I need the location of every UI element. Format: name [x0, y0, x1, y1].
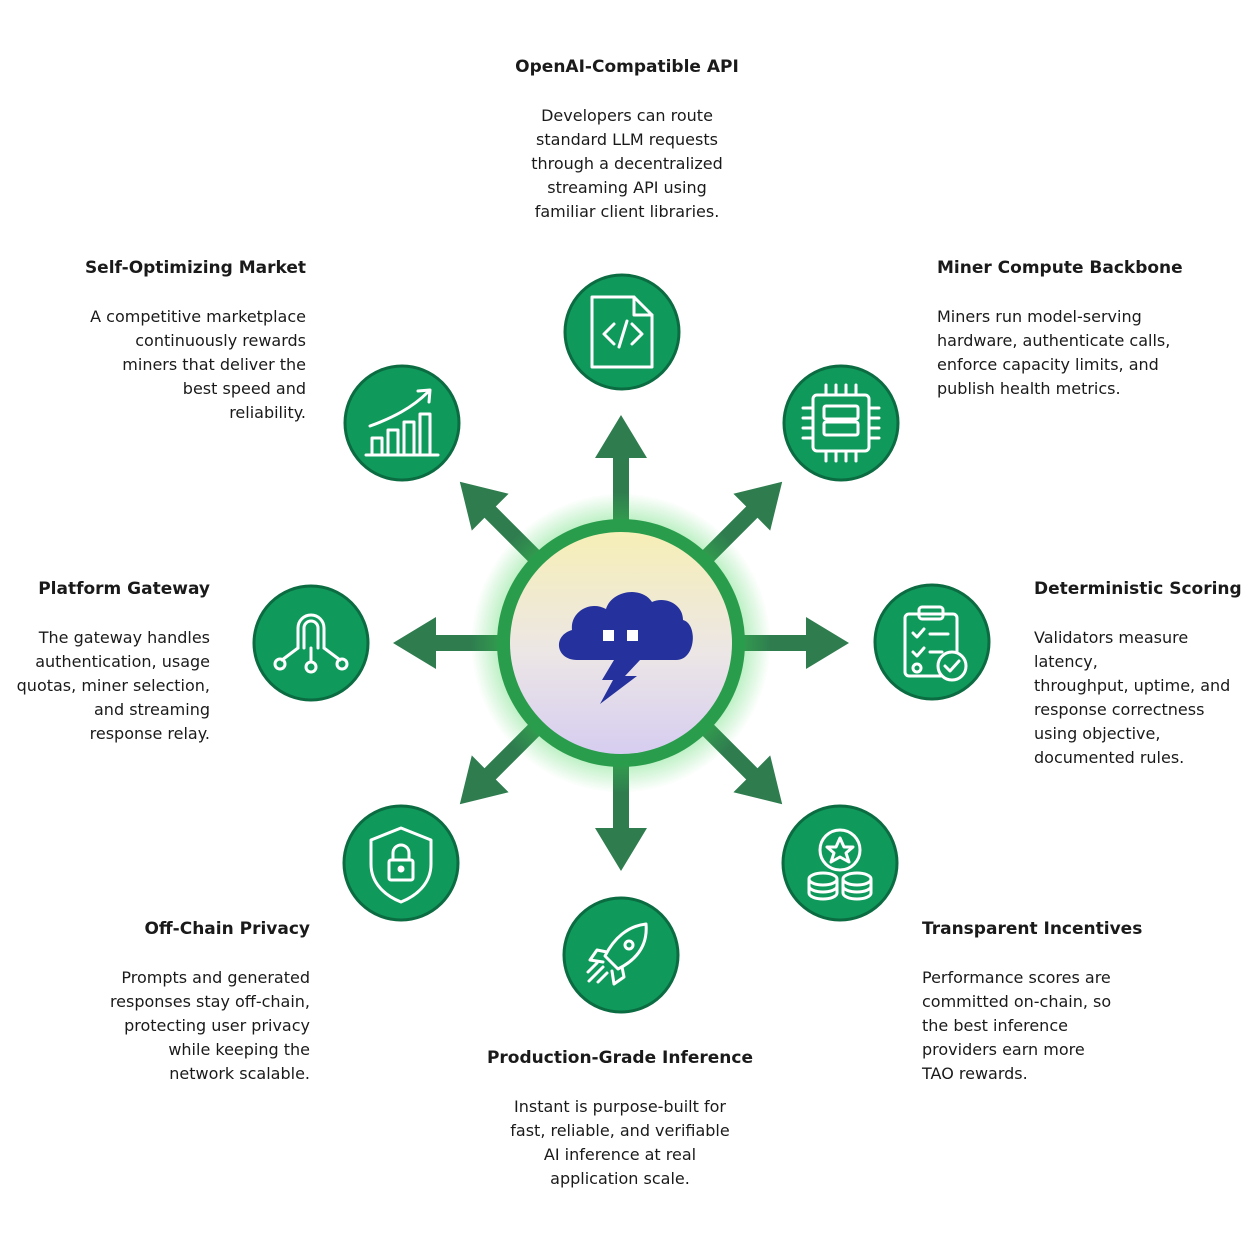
node-market: [343, 364, 461, 482]
node-privacy: [342, 804, 460, 922]
arrow-down: [595, 738, 647, 871]
feature-title: Deterministic Scoring: [1034, 579, 1242, 599]
coins-star-icon: [807, 828, 873, 901]
feature-openai: OpenAI-Compatible API Developers can rou…: [477, 56, 777, 224]
node-miner: [782, 364, 900, 482]
feature-title: Self-Optimizing Market: [84, 258, 306, 278]
node-gateway: [252, 584, 370, 702]
node-openai: [563, 273, 681, 391]
feature-title: Off-Chain Privacy: [144, 919, 310, 939]
feature-title: Miner Compute Backbone: [937, 258, 1183, 278]
feature-inference: Production-Grade Inference Instant is pu…: [470, 1047, 770, 1191]
shield-lock-icon: [369, 826, 433, 904]
feature-description: A competitive marketplace continuously r…: [90, 307, 306, 422]
feature-title: OpenAI-Compatible API: [515, 57, 739, 77]
feature-scoring: Deterministic Scoring Validators measure…: [1034, 578, 1252, 770]
clipboard-check-icon: [903, 605, 968, 682]
feature-title: Transparent Incentives: [922, 919, 1143, 939]
arrow-up: [595, 415, 647, 548]
cloud-lightning-icon: [558, 592, 693, 704]
feature-privacy: Off-Chain Privacy Prompts and generated …: [60, 918, 310, 1086]
growth-chart-icon: [364, 388, 440, 457]
node-inference: [562, 896, 680, 1014]
feature-description: Instant is purpose-built for fast, relia…: [510, 1097, 730, 1188]
rocket-icon: [586, 922, 648, 986]
feature-description: The gateway handles authentication, usag…: [16, 628, 210, 743]
feature-description: Validators measure latency, throughput, …: [1034, 628, 1231, 767]
feature-description: Performance scores are committed on-chai…: [922, 968, 1112, 1083]
feature-incentives: Transparent Incentives Performance score…: [922, 918, 1162, 1086]
feature-miner: Miner Compute Backbone Miners run model-…: [937, 257, 1207, 401]
feature-description: Developers can route standard LLM reques…: [531, 106, 723, 221]
node-scoring: [873, 583, 991, 701]
feature-description: Miners run model-serving hardware, authe…: [937, 307, 1171, 398]
node-incentives: [781, 804, 899, 922]
feature-gateway: Platform Gateway The gateway handles aut…: [10, 578, 210, 746]
code-file-icon: [590, 295, 654, 369]
feature-title: Production-Grade Inference: [486, 1048, 754, 1068]
arrow-left: [393, 617, 526, 669]
feature-description: Prompts and generated responses stay off…: [109, 968, 310, 1083]
hub: [471, 493, 771, 793]
feature-title: Platform Gateway: [38, 579, 210, 599]
feature-market: Self-Optimizing Market A competitive mar…: [56, 257, 306, 425]
nodes-layer: [252, 273, 991, 1014]
gateway-nodes-icon: [273, 613, 349, 674]
arrow-right: [716, 617, 849, 669]
cpu-server-icon: [801, 383, 881, 463]
